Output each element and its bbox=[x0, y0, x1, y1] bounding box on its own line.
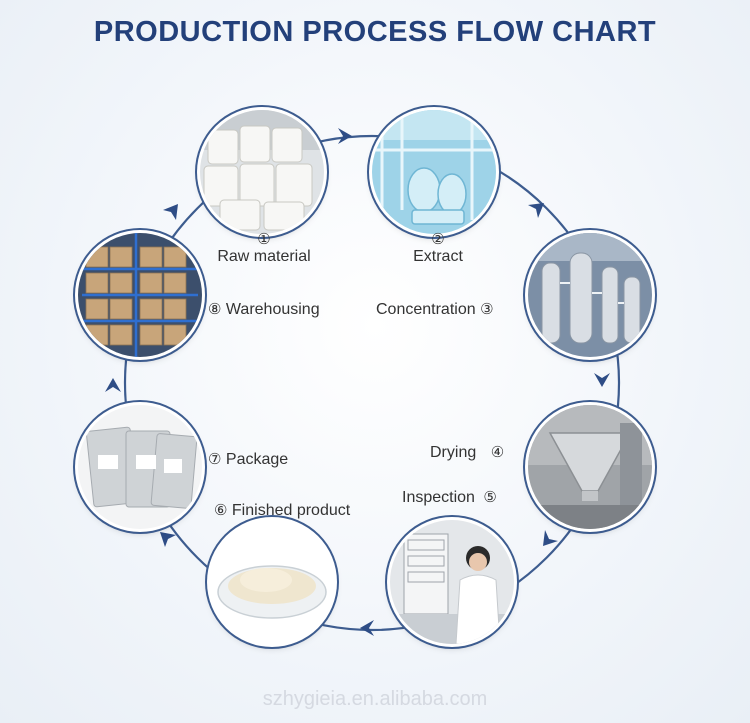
arrow-7-to-8 bbox=[105, 378, 121, 392]
step-4-number: ④ bbox=[490, 444, 505, 461]
step-1-text: Raw material bbox=[217, 248, 311, 265]
step-drying-image bbox=[528, 405, 652, 529]
step-3-number: ③ bbox=[480, 301, 494, 318]
step-warehousing-image bbox=[78, 233, 202, 357]
step-concentration-image bbox=[528, 233, 652, 357]
step-8-number: ⑧ bbox=[208, 301, 222, 318]
step-finished-product-image bbox=[210, 520, 334, 644]
step-7-label: ⑦ Package bbox=[208, 450, 288, 469]
step-raw-material-image bbox=[200, 110, 324, 234]
step-2-label: ② Extract bbox=[400, 230, 476, 266]
page-title: PRODUCTION PROCESS FLOW CHART bbox=[93, 16, 657, 48]
arrow-4-to-5 bbox=[543, 530, 558, 546]
step-7-number: ⑦ bbox=[208, 451, 222, 468]
step-5-label: Inspection ⑤ bbox=[402, 488, 497, 507]
arrow-3-to-4 bbox=[594, 373, 610, 387]
step-1-number: ① bbox=[257, 231, 271, 248]
step-2-text: Extract bbox=[413, 248, 463, 265]
step-1-label: ① Raw material bbox=[212, 230, 316, 266]
step-5-number: ⑤ bbox=[483, 489, 497, 506]
step-7-text: Package bbox=[225, 451, 289, 468]
arrow-1-to-2 bbox=[338, 128, 352, 144]
step-6-label: ⑥ Finished product bbox=[214, 501, 350, 520]
step-2-number: ② bbox=[431, 231, 445, 248]
arrow-6-to-7 bbox=[160, 532, 176, 547]
step-4-text: Drying bbox=[430, 444, 477, 461]
arrow-8-to-1 bbox=[163, 204, 178, 220]
step-5-text: Inspection bbox=[402, 489, 475, 506]
step-package-image bbox=[78, 405, 202, 529]
step-3-text: Concentration bbox=[376, 301, 476, 318]
arrow-2-to-3 bbox=[528, 203, 544, 218]
watermark: szhygieia.en.alibaba.com bbox=[262, 688, 488, 710]
step-4-label: Drying ④ bbox=[430, 443, 504, 462]
step-extract-image bbox=[372, 110, 496, 234]
step-3-label: Concentration ③ bbox=[376, 300, 494, 319]
step-6-number: ⑥ bbox=[214, 502, 228, 519]
ring-path bbox=[123, 134, 621, 632]
step-6-text: Finished product bbox=[231, 502, 351, 519]
step-8-label: ⑧ Warehousing bbox=[208, 300, 320, 319]
step-8-text: Warehousing bbox=[225, 301, 320, 318]
arrow-5-to-6 bbox=[360, 620, 374, 636]
step-inspection-image bbox=[390, 520, 514, 644]
